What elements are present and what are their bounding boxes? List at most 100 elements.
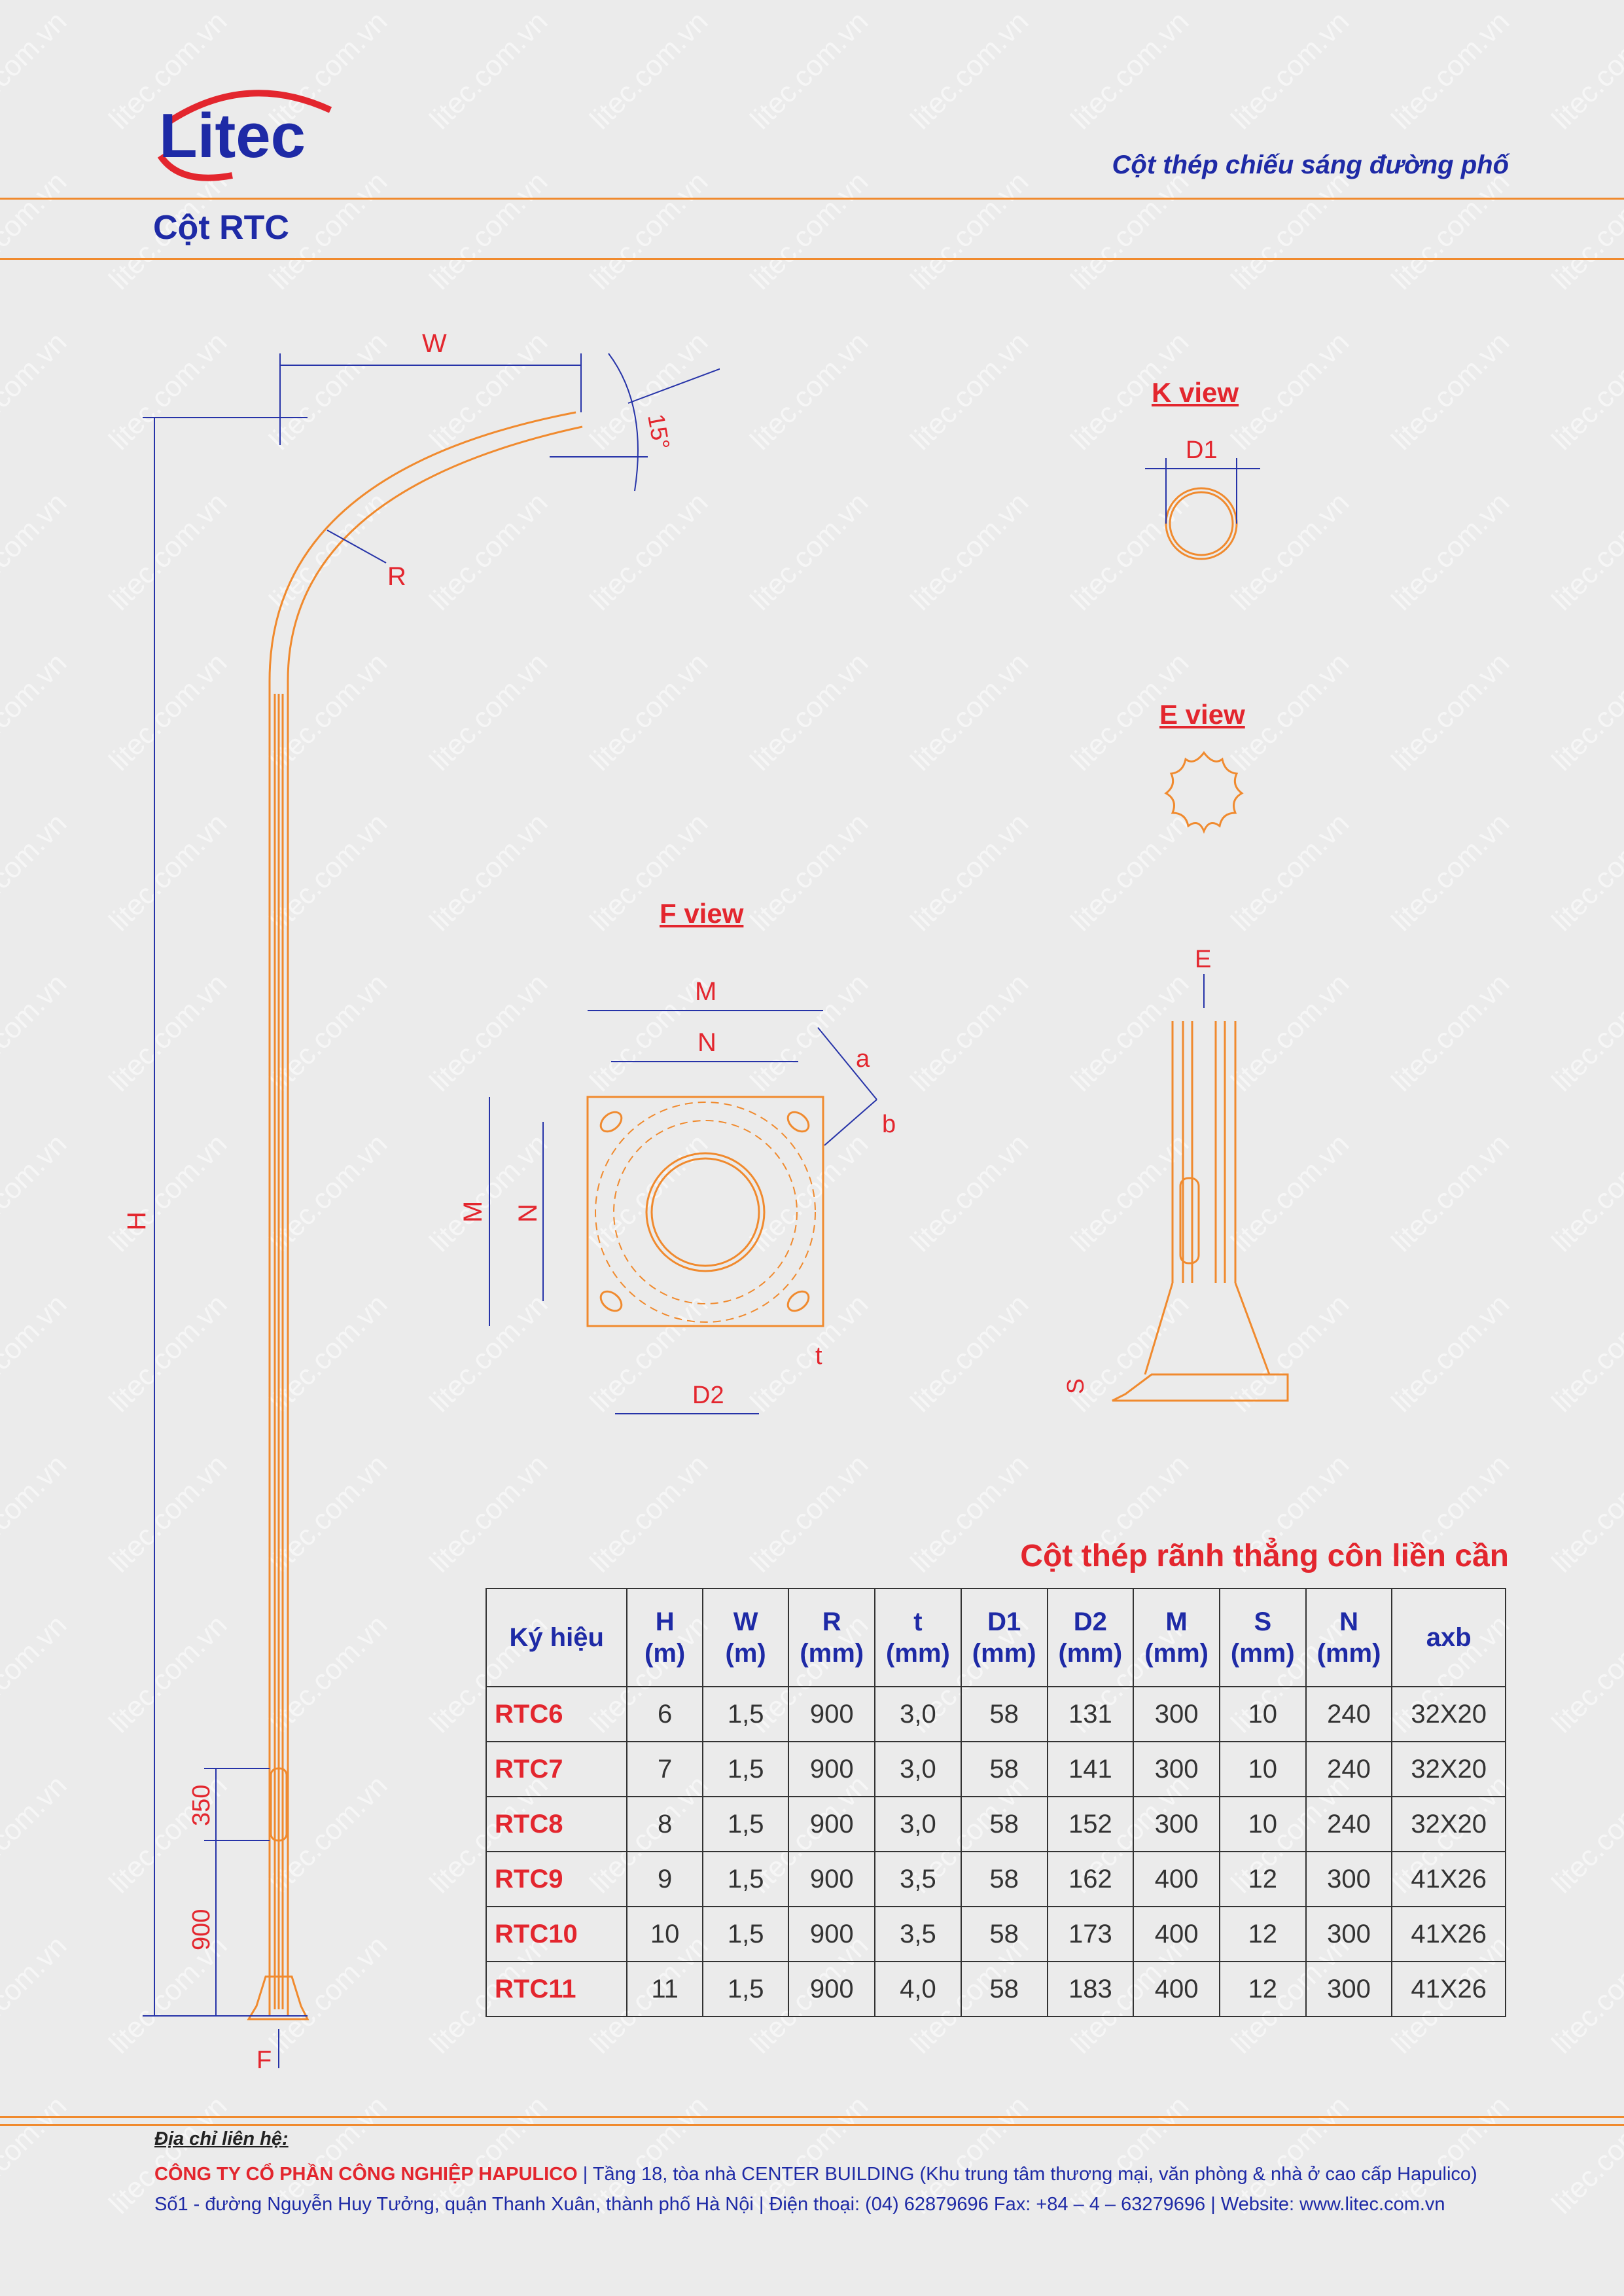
watermark-text: litec.com.vn bbox=[1385, 647, 1515, 777]
watermark-text: litec.com.vn bbox=[1385, 166, 1515, 296]
model-code-cell: RTC8 bbox=[485, 1796, 628, 1852]
spec-cell: 240 bbox=[1305, 1741, 1393, 1797]
watermark-text: litec.com.vn bbox=[0, 5, 73, 135]
watermark-text: litec.com.vn bbox=[904, 1288, 1034, 1418]
watermark-text: litec.com.vn bbox=[1385, 486, 1515, 617]
spec-cell: 8 bbox=[626, 1796, 703, 1852]
spec-cell: 300 bbox=[1305, 1906, 1393, 1962]
e-view-title: E view bbox=[1159, 699, 1245, 730]
b-label: b bbox=[882, 1111, 896, 1138]
watermark-text: litec.com.vn bbox=[744, 647, 874, 777]
spec-cell: 300 bbox=[1133, 1741, 1220, 1797]
watermark-text: litec.com.vn bbox=[1385, 967, 1515, 1098]
spec-cell: 58 bbox=[960, 1851, 1048, 1907]
base-plate bbox=[586, 1096, 824, 1327]
d1-label-k: D1 bbox=[1186, 437, 1218, 464]
f-view-title: F view bbox=[660, 898, 744, 929]
spec-cell: 3,0 bbox=[874, 1741, 962, 1797]
spec-cell: 41X26 bbox=[1391, 1851, 1506, 1907]
spec-cell: 58 bbox=[960, 1686, 1048, 1742]
m-label-top: M bbox=[695, 977, 716, 1006]
spec-cell: 240 bbox=[1305, 1796, 1393, 1852]
angle-arc bbox=[608, 353, 639, 492]
spec-cell: 900 bbox=[788, 1851, 876, 1907]
watermark-text: litec.com.vn bbox=[1385, 5, 1515, 135]
contact-label: Địa chỉ liên hệ: bbox=[154, 2128, 289, 2149]
watermark-text: litec.com.vn bbox=[1545, 1929, 1624, 2060]
d2-label: D2 bbox=[692, 1382, 724, 1409]
spec-cell: 3,0 bbox=[874, 1686, 962, 1742]
w-label: W bbox=[422, 329, 447, 358]
watermark-text: litec.com.vn bbox=[1545, 486, 1624, 617]
model-code-cell: RTC9 bbox=[485, 1851, 628, 1907]
watermark-text: litec.com.vn bbox=[904, 1128, 1034, 1258]
watermark-text: litec.com.vn bbox=[1545, 1128, 1624, 1258]
spec-cell: 58 bbox=[960, 1906, 1048, 1962]
spec-cell: 7 bbox=[626, 1741, 703, 1797]
watermark-text: litec.com.vn bbox=[1545, 166, 1624, 296]
column-header: Ký hiệu bbox=[485, 1588, 628, 1687]
watermark-text: litec.com.vn bbox=[744, 486, 874, 617]
tagline: Cột thép chiếu sáng đường phố bbox=[1112, 151, 1509, 179]
model-code-cell: RTC7 bbox=[485, 1741, 628, 1797]
spec-cell: 400 bbox=[1133, 1906, 1220, 1962]
column-header: D1(mm) bbox=[960, 1588, 1048, 1687]
watermark-text: litec.com.vn bbox=[1545, 967, 1624, 1098]
door-opening bbox=[270, 1767, 288, 1842]
watermark-text: litec.com.vn bbox=[1545, 326, 1624, 456]
watermark-text: litec.com.vn bbox=[584, 5, 714, 135]
spec-cell: 400 bbox=[1133, 1851, 1220, 1907]
watermark-text: litec.com.vn bbox=[744, 807, 874, 937]
watermark-text: litec.com.vn bbox=[1225, 5, 1355, 135]
watermark-text: litec.com.vn bbox=[744, 1448, 874, 1579]
column-header: M(mm) bbox=[1133, 1588, 1220, 1687]
watermark-text: litec.com.vn bbox=[1545, 1769, 1624, 1899]
watermark-text: litec.com.vn bbox=[744, 166, 874, 296]
spec-cell: 900 bbox=[788, 1906, 876, 1962]
watermark-text: litec.com.vn bbox=[1065, 5, 1195, 135]
spec-cell: 10 bbox=[1218, 1741, 1307, 1797]
watermark-text: litec.com.vn bbox=[1225, 166, 1355, 296]
k-view-drawing: D1 bbox=[1145, 437, 1260, 560]
spec-cell: 1,5 bbox=[701, 1851, 790, 1907]
model-code-cell: RTC6 bbox=[485, 1686, 628, 1742]
company-name: CÔNG TY CỔ PHẦN CÔNG NGHIỆP HAPULICO bbox=[154, 2164, 578, 2185]
spec-cell: 1,5 bbox=[701, 1686, 790, 1742]
a-label: a bbox=[856, 1045, 870, 1073]
column-header: axb bbox=[1391, 1588, 1506, 1687]
spec-cell: 41X26 bbox=[1391, 1961, 1506, 2017]
spec-cell: 300 bbox=[1133, 1796, 1220, 1852]
spec-cell: 900 bbox=[788, 1741, 876, 1797]
f-label: F bbox=[256, 2047, 272, 2074]
watermark-text: litec.com.vn bbox=[0, 2090, 73, 2220]
spec-cell: 1,5 bbox=[701, 1961, 790, 2017]
spec-cell: 3,5 bbox=[874, 1906, 962, 1962]
pole-base-detail: E S bbox=[1062, 946, 1289, 1402]
spec-cell: 900 bbox=[788, 1796, 876, 1852]
spec-cell: 12 bbox=[1218, 1906, 1307, 1962]
spec-cell: 6 bbox=[626, 1686, 703, 1742]
dim-900-label: 900 bbox=[188, 1909, 215, 1950]
r-leader bbox=[327, 529, 387, 564]
spec-cell: 152 bbox=[1046, 1796, 1135, 1852]
spec-cell: 900 bbox=[788, 1961, 876, 2017]
n-label-side: N bbox=[514, 1204, 542, 1223]
e-label: E bbox=[1195, 946, 1211, 973]
spec-cell: 1,5 bbox=[701, 1741, 790, 1797]
watermark-text: litec.com.vn bbox=[1545, 1609, 1624, 1739]
spec-cell: 400 bbox=[1133, 1961, 1220, 2017]
spec-cell: 300 bbox=[1133, 1686, 1220, 1742]
spec-cell: 10 bbox=[1218, 1796, 1307, 1852]
model-code-cell: RTC10 bbox=[485, 1906, 628, 1962]
fax: Fax: +84 – 4 – 63279696 bbox=[993, 2194, 1206, 2215]
column-header: D2(mm) bbox=[1046, 1588, 1135, 1687]
model-code-cell: RTC11 bbox=[485, 1961, 628, 2017]
spec-cell: 131 bbox=[1046, 1686, 1135, 1742]
website-link[interactable]: Website: www.litec.com.vn bbox=[1220, 2194, 1445, 2215]
header-divider bbox=[0, 198, 1624, 200]
spec-cell: 900 bbox=[788, 1686, 876, 1742]
